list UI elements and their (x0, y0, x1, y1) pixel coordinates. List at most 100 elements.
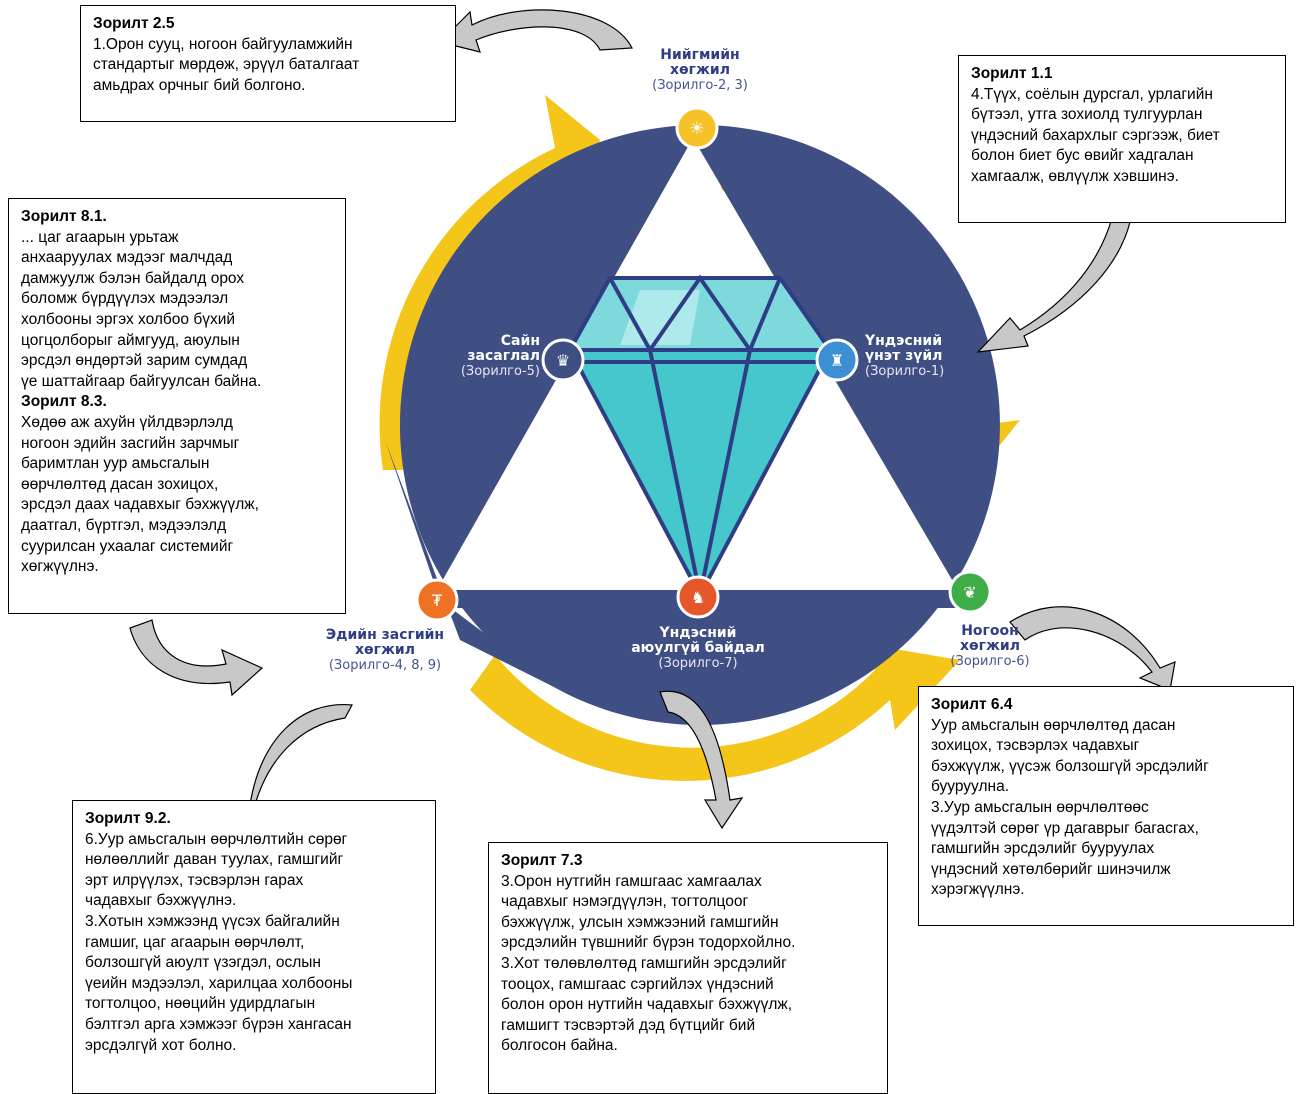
box-goal-8-line: цогцолборыг аймгууд, аюулын (21, 331, 240, 349)
node-green: ❦ (948, 570, 992, 614)
label-governance-sub: (Зорилго-5) (460, 364, 540, 379)
box-goal-7-3-title: Зорилт 7.3 (501, 852, 583, 869)
box-goal-9-2-line: эрт илрүүлэх, тэсвэрлэн гарах (85, 871, 304, 889)
label-social-name-2: хөгжил (670, 62, 730, 78)
government-building-icon: ♛ (556, 351, 570, 370)
lightbulb-icon: ☀ (689, 119, 704, 139)
node-heritage: ♜ (815, 338, 859, 382)
box-goal-7-3-line: 3.Хот төлөвлөлтөд гамшгийн эрсдэлийг (501, 954, 787, 972)
box-goal-9-2-line: тогтолцоо, нөөцийн удирдлагын (85, 995, 316, 1013)
node-economy: ₮ (415, 578, 459, 622)
label-governance-name-1: Сайн (500, 333, 540, 349)
box-goal-9-2-title: Зорилт 9.2. (85, 810, 171, 827)
box-goal-9-2-line: 6.Уур амьсгалын өөрчлөлтийн сөрөг (85, 830, 348, 848)
box-goal-6-4-line: үндэсний хөтөлбөрийг шинэчилж (931, 860, 1171, 878)
box-goal-8-line-2: эрсдэл даах чадавхыг бэхжүүлж, (21, 496, 259, 514)
box-goal-9-2-line: бэлтгэл арга хэмжээг бүрэн хангасан (85, 1015, 352, 1033)
box-goal-8-line: холбооны эргэх холбоо бүхий (21, 310, 236, 328)
box-goal-8-line-2: өөрчлөлтөд дасан зохицох, (21, 475, 219, 493)
label-governance-name-2: засаглал (467, 348, 540, 364)
box-goal-8-line-2: ногоон эдийн засгийн зарчмыг (21, 434, 240, 452)
box-goal-1-1-line: бүтээл, утга зохиолд тулгуурлан (971, 106, 1203, 124)
box-goal-2-5-line: 1.Орон сууц, ногоон байгууламжийн (93, 35, 353, 53)
box-goal-6-4-line: гамшгийн эрсдэлийг бууруулах (931, 840, 1155, 858)
box-goal-2-5-title: Зорилт 2.5 (93, 15, 175, 32)
label-economy-name-1: Эдийн засгийн (325, 627, 445, 643)
box-goal-8: Зорилт 8.1. ... цаг агаарын урьтаж анхаа… (8, 198, 346, 614)
node-governance: ♛ (541, 338, 585, 382)
label-economy: Эдийн засгийн хөгжил (Зорилго-4, 8, 9) (310, 627, 460, 674)
box-goal-9-2-line: эрсдэлгүй хот болно. (85, 1036, 237, 1054)
label-social-sub: (Зорилго-2, 3) (652, 78, 748, 93)
box-goal-7-3-line: гамшигт тэсвэртэй дэд бүтцийг бий (501, 1016, 756, 1034)
box-goal-2-5: Зорилт 2.5 1.Орон сууц, ногоон байгуулам… (80, 5, 456, 122)
box-goal-9-2-line: болзошгүй аюулт үзэгдэл, ослын (85, 954, 321, 972)
box-goal-9-2-line: гамшиг, цаг агаарын өөрчлөлт, (85, 933, 305, 951)
diamond-gem (566, 274, 834, 600)
box-goal-7-3-line: тооцох, гамшгаас сэргийлэх үндэсний (501, 975, 774, 993)
money-growth-icon: ₮ (432, 591, 443, 610)
box-goal-7-3-line: эрсдэлийн түвшнийг бүрэн тодорхойлно. (501, 934, 796, 952)
box-goal-9-2-line: үеийн мэдээлэл, харилцаа холбооны (85, 974, 353, 992)
box-goal-9-2-line: нөлөөллийг даван туулах, гамшгийг (85, 851, 344, 869)
label-security: Үндэсний аюулгүй байдал (Зорилго-7) (628, 625, 768, 672)
label-heritage-name-1: Үндэсний (865, 333, 943, 349)
box-goal-6-4-line: үүдэлтэй сөрөг үр дагаврыг багасгах, (931, 819, 1199, 837)
box-goal-8-line-2: баримтлан уур амьсгалын (21, 455, 210, 473)
box-goal-8-line: анхааруулах мэдээг малчдад (21, 249, 233, 267)
label-heritage: Үндэсний үнэт зүйл (Зорилго-1) (865, 333, 975, 380)
box-goal-6-4-line: зохицох, тэсвэрлэх чадавхыг (931, 737, 1140, 755)
box-goal-1-1-line: 4.Түүх, соёлын дурсгал, урлагийн (971, 85, 1213, 103)
label-heritage-name-2: үнэт зүйл (865, 348, 943, 364)
label-social: Нийгмийн хөгжил (Зорилго-2, 3) (640, 48, 760, 94)
box-goal-8-line-2: Хөдөө аж ахуйн үйлдвэрлэлд (21, 413, 233, 431)
box-goal-7-3-line: чадавхыг нэмэгдүүлэн, тогтолцоог (501, 893, 749, 911)
box-goal-9-2: Зорилт 9.2. 6.Уур амьсгалын өөрчлөлтийн … (72, 800, 436, 1094)
box-goal-6-4-line: 3.Уур амьсгалын өөрчлөлтөөс (931, 798, 1149, 816)
box-goal-6-4-line: хэрэгжүүлнэ. (931, 881, 1025, 899)
node-social: ☀ (675, 106, 719, 150)
callout-arrow-7-3 (659, 690, 744, 830)
box-goal-2-5-line: стандартыг мөрдөж, эрүүл баталгаат (93, 56, 360, 74)
leaf-icon: ❦ (963, 583, 976, 602)
callout-arrow-1-1 (976, 217, 1131, 353)
box-goal-7-3-line: 3.Орон нутгийн гамшгаас хамгаалах (501, 872, 762, 890)
box-goal-8-line: эрсдэл өндөртэй зарим сумдад (21, 352, 248, 370)
label-security-name-1: Үндэсний (659, 625, 737, 641)
box-goal-7-3-line: болон орон нутгийн чадавхыг бэхжүүлж, (501, 996, 793, 1014)
box-goal-8-title-2: Зорилт 8.3. (21, 393, 107, 411)
bell-tower-icon: ♞ (691, 588, 705, 607)
box-goal-9-2-line: 3.Хотын хэмжээнд үүсэх байгалийн (85, 912, 340, 930)
box-goal-8-line-2: даатгал, бүртгэл, мэдээлэлд (21, 516, 227, 534)
label-heritage-sub: (Зорилго-1) (865, 364, 945, 379)
box-goal-6-4-line: бэхжүүлж, үүсэж болзошгүй эрсдэлийг (931, 757, 1209, 775)
node-security: ♞ (676, 575, 720, 619)
box-goal-2-5-line: амьдрах орчныг бий болгоно. (93, 76, 306, 94)
box-goal-7-3: Зорилт 7.3 3.Орон нутгийн гамшгаас хамга… (488, 842, 888, 1094)
box-goal-1-1-title: Зорилт 1.1 (971, 65, 1053, 82)
box-goal-8-line: дамжуулж бэлэн байдалд орох (21, 269, 245, 287)
box-goal-8-title: Зорилт 8.1. (21, 208, 107, 225)
box-goal-8-line: ... цаг агаарын урьтаж (21, 228, 179, 246)
label-security-name-2: аюулгүй байдал (631, 640, 765, 656)
box-goal-8-line: үе шаттайгаар байгуулсан байна. (21, 372, 262, 390)
label-green-sub: (Зорилго-6) (950, 654, 1030, 669)
box-goal-8-line-2: суурилсан ухаалаг системийг (21, 537, 234, 555)
callout-arrow-8 (129, 619, 264, 697)
box-goal-1-1-line: хамгаалж, өвлүүлж хэвшинэ. (971, 167, 1179, 185)
callout-arrow-2-5 (438, 9, 633, 53)
label-security-sub: (Зорилго-7) (658, 656, 738, 671)
box-goal-6-4-title: Зорилт 6.4 (931, 696, 1013, 713)
label-governance: Сайн засаглал (Зорилго-5) (430, 333, 540, 380)
blue-wedge-left (385, 440, 560, 690)
label-economy-name-2: хөгжил (355, 642, 415, 658)
box-goal-6-4: Зорилт 6.4 Уур амьсгалын өөрчлөлтөд даса… (918, 686, 1294, 926)
box-goal-8-line-2: хөгжүүлнэ. (21, 558, 99, 576)
box-goal-7-3-line: бэхжүүлж, улсын хэмжээний гамшгийн (501, 913, 779, 931)
box-goal-6-4-line: Уур амьсгалын өөрчлөлтөд дасан (931, 716, 1176, 734)
box-goal-1-1-line: үндэсний бахархлыг сэргээж, биет (971, 126, 1220, 144)
box-goal-8-line: боломж бүрдүүлэх мэдээлэл (21, 290, 229, 308)
box-goal-6-4-line: бууруулна. (931, 778, 1009, 796)
label-economy-sub: (Зорилго-4, 8, 9) (328, 658, 442, 673)
blue-ring (399, 125, 1000, 725)
